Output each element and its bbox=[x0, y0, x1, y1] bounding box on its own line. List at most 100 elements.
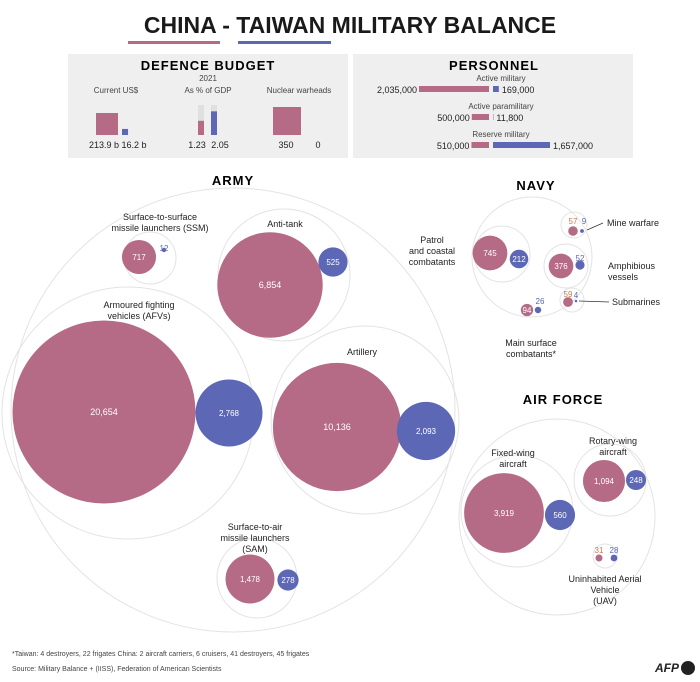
china-gdp-value: 1.23 bbox=[188, 140, 206, 150]
taiwan-bubble bbox=[318, 247, 348, 277]
china-bubble bbox=[464, 473, 544, 553]
taiwan-value: 12 bbox=[160, 244, 169, 253]
china-value: 20,654 bbox=[90, 407, 118, 417]
taiwan-bubble bbox=[277, 569, 299, 591]
china-value: 59 bbox=[564, 290, 573, 299]
taiwan-personnel-value: 11,800 bbox=[496, 113, 523, 123]
china-value: 376 bbox=[554, 262, 568, 271]
china-value: 94 bbox=[523, 306, 532, 315]
taiwan-value: 28 bbox=[610, 546, 619, 555]
air-force-title: AIR FORCE bbox=[523, 392, 604, 407]
china-personnel-bar bbox=[419, 86, 489, 92]
china-warheads-square bbox=[273, 107, 301, 135]
taiwan-value: 52 bbox=[576, 254, 585, 263]
category-label: aircraft bbox=[599, 447, 627, 457]
personnel-label: Active paramilitary bbox=[468, 102, 533, 111]
taiwan-value: 9 bbox=[582, 217, 587, 226]
category-label: missile launchers bbox=[220, 533, 290, 543]
taiwan-personnel-bar bbox=[493, 86, 499, 92]
taiwan-bubble bbox=[625, 469, 647, 491]
taiwan-bubble bbox=[195, 379, 263, 447]
afp-logo-mark bbox=[681, 661, 695, 675]
category-label: Artillery bbox=[347, 347, 378, 357]
china-value: 10,136 bbox=[323, 422, 351, 432]
china-bubble bbox=[595, 554, 603, 562]
category-label: and coastal bbox=[409, 246, 455, 256]
category-label: Surface-to-surface bbox=[123, 212, 197, 222]
china-bubble bbox=[582, 459, 626, 503]
taiwan-value: 212 bbox=[512, 255, 526, 264]
category-label: missile launchers (SSM) bbox=[111, 223, 208, 233]
china-value: 6,854 bbox=[259, 280, 282, 290]
china-gdp-bar bbox=[198, 120, 204, 135]
china-value: 745 bbox=[483, 249, 497, 258]
taiwan-value: 26 bbox=[536, 297, 545, 306]
china-value: 717 bbox=[132, 253, 146, 262]
taiwan-bubble bbox=[610, 554, 618, 562]
taiwan-personnel-bar bbox=[493, 142, 550, 148]
taiwan-value: 525 bbox=[326, 258, 340, 267]
china-value: 31 bbox=[595, 546, 604, 555]
china-bubble bbox=[12, 320, 196, 504]
navy-outer-ring bbox=[471, 196, 593, 318]
category-label: (UAV) bbox=[593, 596, 617, 606]
taiwan-bubble bbox=[580, 229, 584, 233]
defence-budget-year: 2021 bbox=[199, 74, 217, 83]
taiwan-budget-value: 16.2 b bbox=[121, 140, 146, 150]
army-outer-ring bbox=[10, 187, 456, 633]
china-bubble bbox=[568, 226, 578, 236]
taiwan-bubble bbox=[544, 499, 576, 531]
metric-label: Nuclear warheads bbox=[267, 86, 331, 95]
taiwan-value: 2,093 bbox=[416, 427, 437, 436]
footnote: *Taiwan: 4 destroyers, 22 frigates China… bbox=[12, 651, 310, 658]
panel-background bbox=[353, 54, 633, 158]
title-underline-taiwan bbox=[238, 41, 331, 44]
title-underline-china bbox=[128, 41, 220, 44]
taiwan-bubble bbox=[575, 260, 585, 270]
category-label: vessels bbox=[608, 272, 639, 282]
page-title: CHINA - TAIWAN MILITARY BALANCE bbox=[144, 12, 556, 38]
taiwan-value: 278 bbox=[281, 576, 295, 585]
china-bubble bbox=[520, 303, 534, 317]
category-ring bbox=[592, 543, 618, 569]
category-label: vehicles (AFVs) bbox=[107, 311, 170, 321]
category-ring bbox=[559, 287, 585, 313]
army-title: ARMY bbox=[212, 173, 254, 188]
taiwan-value: 560 bbox=[553, 511, 567, 520]
category-label: Uninhabited Aerial bbox=[568, 574, 641, 584]
china-personnel-value: 500,000 bbox=[437, 113, 470, 123]
label-leader-line bbox=[578, 300, 610, 303]
taiwan-bubble bbox=[509, 249, 529, 269]
china-value: 3,919 bbox=[494, 509, 515, 518]
gdp-track-china bbox=[198, 105, 204, 135]
taiwan-warheads-value: 0 bbox=[315, 140, 320, 150]
category-label: Anti-tank bbox=[267, 219, 303, 229]
metric-label: Current US$ bbox=[94, 86, 139, 95]
china-value: 1,094 bbox=[594, 477, 615, 486]
taiwan-budget-square bbox=[122, 128, 129, 135]
category-ring bbox=[560, 211, 588, 239]
china-bubble bbox=[563, 297, 573, 307]
personnel-heading: PERSONNEL bbox=[449, 58, 539, 73]
china-bubble bbox=[121, 239, 157, 275]
category-label: Main surface bbox=[505, 338, 557, 348]
bubble-group: 10,136 2,093 Artillery bbox=[270, 325, 460, 515]
taiwan-value: 2,768 bbox=[219, 409, 240, 418]
china-value: 57 bbox=[569, 217, 578, 226]
taiwan-gdp-value: 2.05 bbox=[211, 140, 229, 150]
